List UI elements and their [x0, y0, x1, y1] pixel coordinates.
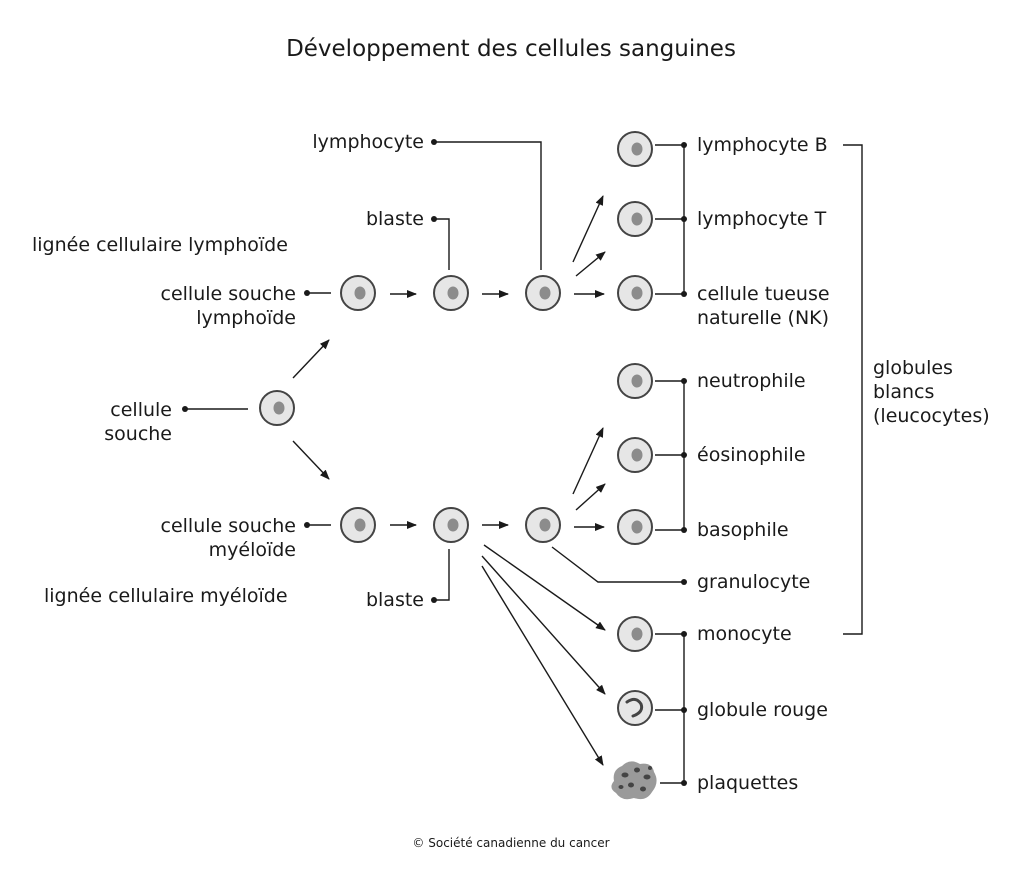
lymphocyte-label: lymphocyte — [312, 131, 424, 153]
monocyte-label: monocyte — [697, 623, 792, 645]
platelets-icon — [611, 761, 657, 800]
red-blood-cell-label: globule rouge — [697, 699, 828, 721]
eosinophil-label: éosinophile — [697, 444, 806, 466]
myeloid-lineage-label: lignée cellulaire myéloïde — [44, 585, 288, 607]
stem-cell — [259, 390, 295, 426]
myeloid-blast-cell — [433, 507, 469, 543]
myeloid-stem-cell — [340, 507, 376, 543]
basophil-cell — [617, 509, 653, 545]
arrows — [292, 195, 606, 766]
monocyte-cell — [617, 616, 653, 652]
basophil-label: basophile — [697, 519, 789, 541]
lymphocyte-t-label: lymphocyte T — [697, 208, 827, 230]
platelets-label: plaquettes — [697, 772, 799, 794]
connector-dots — [182, 139, 687, 786]
lymphocyte-b-cell — [617, 131, 653, 167]
lymphoid-stem-cell — [340, 275, 376, 311]
neutrophil-label: neutrophile — [697, 370, 806, 392]
granulocyte-cell — [525, 507, 561, 543]
lymphocyte-t-cell — [617, 201, 653, 237]
diagram-title: Développement des cellules sanguines — [286, 36, 736, 62]
red-blood-cell-icon — [617, 690, 653, 726]
eosinophil-cell — [617, 437, 653, 473]
nk-cell — [617, 275, 653, 311]
lymphoid-lineage-label: lignée cellulaire lymphoïde — [32, 234, 288, 256]
blast-top-label: blaste — [365, 208, 424, 230]
granulocyte-label: granulocyte — [697, 571, 811, 593]
lymphocyte-cell — [525, 275, 561, 311]
copyright: © Société canadienne du cancer — [412, 836, 610, 850]
blast-bottom-label: blaste — [365, 589, 424, 611]
lymphocyte-b-label: lymphocyte B — [697, 134, 828, 156]
lymphoid-blast-cell — [433, 275, 469, 311]
neutrophil-cell — [617, 363, 653, 399]
